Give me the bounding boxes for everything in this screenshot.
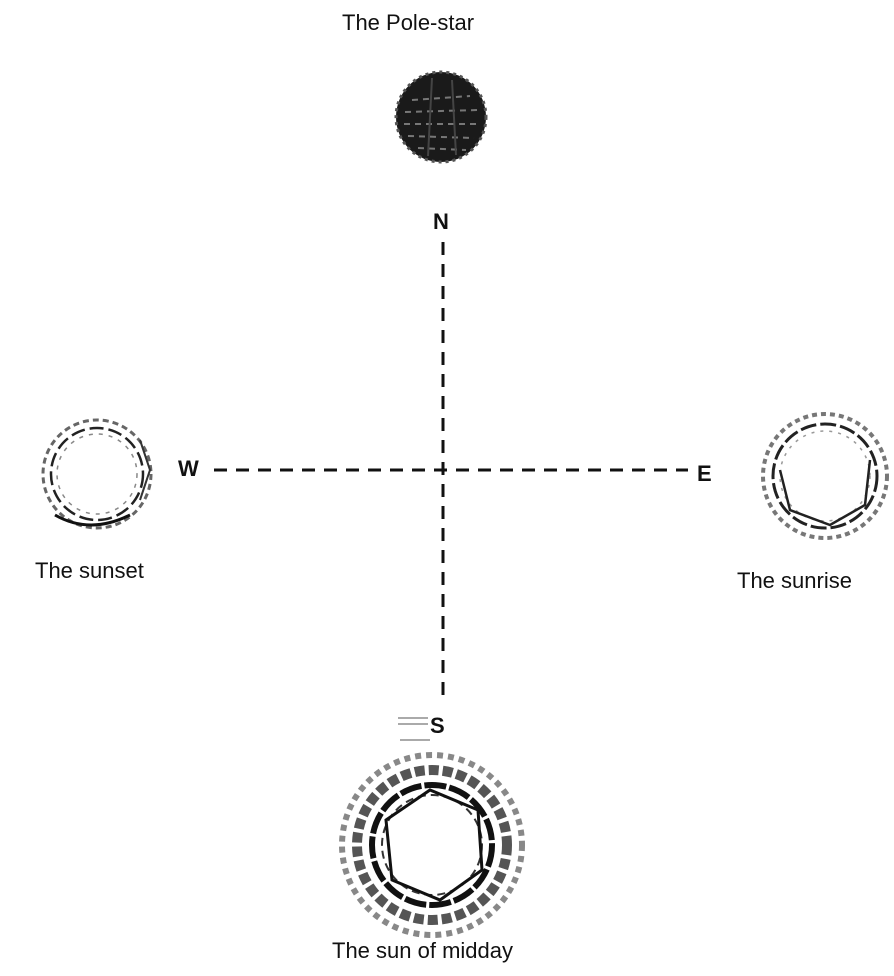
- pole-star-label: The Pole-star: [342, 12, 474, 34]
- sunrise-label: The sunrise: [737, 570, 852, 592]
- midday-sun-icon: [342, 718, 522, 935]
- west-label: W: [178, 458, 199, 480]
- sunset-label: The sunset: [35, 560, 144, 582]
- south-label: S: [430, 715, 445, 737]
- sunset-icon: [43, 420, 151, 528]
- north-label: N: [433, 211, 449, 233]
- sunrise-icon: [763, 414, 887, 538]
- midday-sun-label: The sun of midday: [332, 940, 513, 962]
- pole-star-icon: [396, 72, 486, 162]
- east-label: E: [697, 463, 712, 485]
